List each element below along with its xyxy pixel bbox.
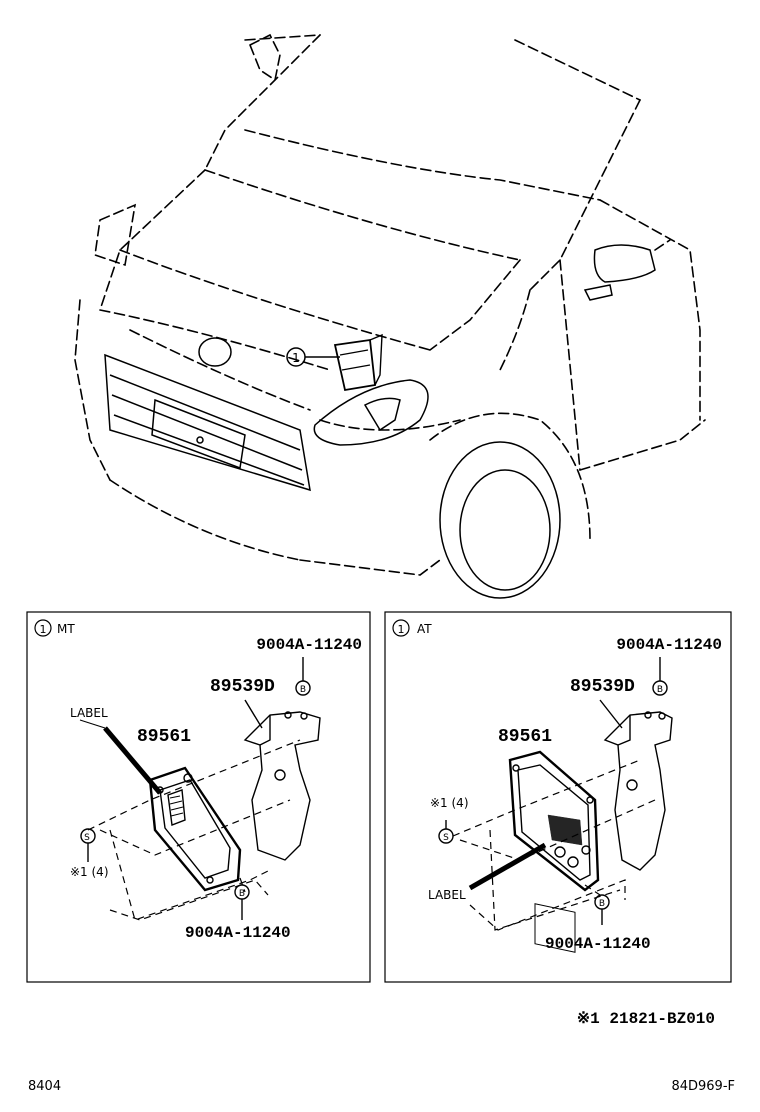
panel-mt-screw-ref: ※1 (4) [70, 865, 109, 879]
panel-at-header: 1 AT [392, 619, 432, 637]
panel-mt-bolt-bottom-partno: 9004A-11240 [185, 924, 291, 942]
panel-mt-ecu-partno: 89561 [137, 727, 191, 747]
panel-mt-bolt-top-partno: 9004A-11240 [256, 636, 362, 654]
panel-at-ecu-partno: 89561 [498, 727, 552, 747]
panel-mt-header: 1 MT [34, 619, 75, 637]
panel-at-marker-b-bottom: B [599, 899, 605, 909]
panel-at-marker-b-top: B [657, 685, 663, 695]
panel-at-bolt-bottom-partno: 9004A-11240 [545, 935, 651, 953]
callout-circle [392, 619, 410, 637]
panel-mt-drawing [79, 657, 321, 920]
panel-at-callout-number: 1 [398, 623, 405, 636]
panel-at-frame [384, 611, 732, 983]
footnote-partno: ※1 21821-BZ010 [577, 1010, 715, 1028]
panel-mt-frame [26, 611, 371, 983]
panel-mt-dashed-guides [87, 739, 301, 921]
vehicle-solid-details [104, 244, 656, 599]
panel-mt-marker-b-bottom: B [239, 889, 245, 899]
footer-right-code: 84D969-F [671, 1079, 735, 1094]
footer-left-code: 8404 [28, 1079, 61, 1094]
panel-mt-label-text: LABEL [70, 706, 108, 720]
panel-mt-marker-b-top: B [300, 685, 306, 695]
panel-at-screw-ref: ※1 (4) [430, 796, 469, 810]
panel-at-dashed-guides [452, 759, 656, 931]
panel-at-bolt-top-partno: 9004A-11240 [616, 636, 722, 654]
panel-at-marker-s: S [443, 833, 449, 843]
panel-at-label-text: LABEL [428, 888, 466, 902]
panel-mt-bracket-partno: 89539D [210, 677, 275, 697]
panel-at-bracket-partno: 89539D [570, 677, 635, 697]
vehicle-callout-number: 1 [292, 351, 300, 365]
vehicle-illustration [74, 33, 706, 576]
panel-mt-callout-number: 1 [40, 623, 47, 636]
callout-circle [34, 619, 52, 637]
panel-at-header-label: AT [417, 622, 432, 636]
panel-at-drawing [438, 657, 673, 953]
panel-mt-marker-s: S [84, 833, 90, 843]
panel-mt-header-label: MT [57, 622, 75, 636]
